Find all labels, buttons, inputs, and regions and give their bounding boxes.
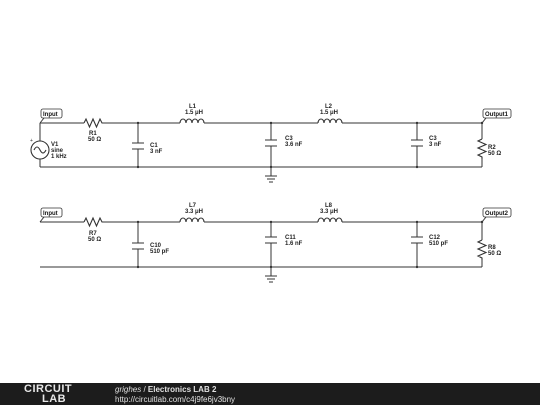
r7-value: 50 Ω [88,237,101,243]
voltage-source-v1[interactable]: + [30,138,50,160]
c1-name: C1 [150,143,158,149]
svg-text:+: + [30,138,33,144]
port-output-1[interactable]: Output1 [481,108,512,124]
port-input-2[interactable]: Input [39,207,63,223]
l8-name: L8 [325,203,333,209]
ground-icon [265,175,277,183]
v1-type-label: sine [51,148,64,154]
l2-name: L2 [325,104,333,110]
c11-value: 1.6 nF [285,241,303,247]
l7-value: 3.3 μH [185,209,203,215]
capacitor-c3b[interactable] [411,139,423,147]
l2-value: 1.5 μH [320,110,338,116]
capacitor-c10[interactable] [132,242,144,250]
author-name[interactable]: grighes [115,385,142,394]
capacitor-c11[interactable] [265,236,277,244]
svg-text:Input: Input [43,211,58,217]
c3a-value: 3.6 nF [285,142,303,148]
r1-name: R1 [89,131,97,137]
l1-name: L1 [189,104,197,110]
footer-bar: CIRCUIT LAB grighes / Electronics LAB 2 … [0,383,540,405]
inductor-l8[interactable] [317,217,343,223]
r2-value: 50 Ω [488,151,501,157]
project-url[interactable]: http://circuitlab.com/c4j9fe6jv3bny [115,395,236,404]
l7-name: L7 [189,203,197,209]
port-input-1[interactable]: Input [39,108,63,124]
c12-value: 510 pF [429,241,448,247]
resistor-r2[interactable] [476,138,488,159]
port-output-2[interactable]: Output2 [481,207,512,223]
svg-text:Output1: Output1 [485,112,509,118]
c12-name: C12 [429,235,441,241]
c3a-name: C3 [285,136,293,142]
inductor-l7[interactable] [179,217,205,223]
circuitlab-logo[interactable]: CIRCUIT LAB [24,383,73,405]
svg-text:Output2: Output2 [485,211,509,217]
r2-name: R2 [488,145,496,151]
svg-text:Input: Input [43,112,58,118]
r1-value: 50 Ω [88,137,101,143]
r8-name: R8 [488,245,496,251]
resistor-r1[interactable] [83,117,104,129]
resistor-r8[interactable] [476,239,488,260]
resistor-r7[interactable] [83,216,104,228]
l8-value: 3.3 μH [320,209,338,215]
l1-value: 1.5 μH [185,110,203,116]
r7-name: R7 [89,231,97,237]
capacitor-c3a[interactable] [265,139,277,147]
c3b-name: C3 [429,136,437,142]
ground-icon [265,275,277,283]
c10-name: C10 [150,243,162,249]
c3b-value: 3 nF [429,142,442,148]
inductor-l1[interactable] [179,118,205,124]
capacitor-c12[interactable] [411,236,423,244]
c1-value: 3 nF [150,149,163,155]
v1-freq-label: 1 kHz [51,154,67,160]
inductor-l2[interactable] [317,118,343,124]
v1-label: V1 [51,142,59,148]
c10-value: 510 pF [150,249,169,255]
circuit-2: Input Output2 R7 50 Ω C10 510 pF L7 3.3 … [39,203,512,283]
project-title[interactable]: Electronics LAB 2 [147,385,217,394]
capacitor-c1[interactable] [132,142,144,150]
r8-value: 50 Ω [488,251,501,257]
author-line: grighes / Electronics LAB 2 [115,385,217,394]
schematic-canvas: + Input Output1 V1 sine 1 kHz R1 50 Ω C1… [30,104,512,283]
circuit-1: + Input Output1 V1 sine 1 kHz R1 50 Ω C1… [30,104,512,183]
c11-name: C11 [285,235,296,241]
